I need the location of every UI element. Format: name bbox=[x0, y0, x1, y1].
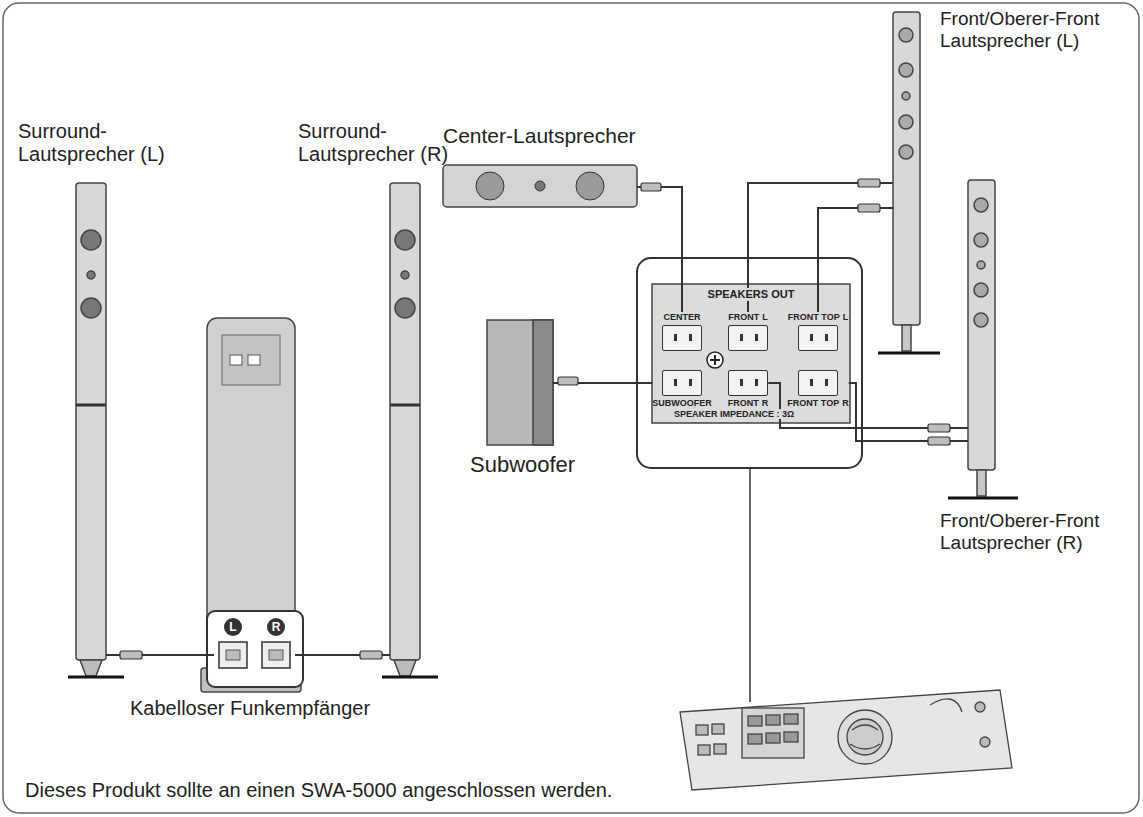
terminal-label-row: FRONT TOPL bbox=[788, 312, 848, 323]
speaker-terminal: FRONTR bbox=[728, 368, 769, 409]
terminal-slot bbox=[740, 334, 758, 341]
speaker-cable bbox=[849, 383, 968, 441]
terminal-label-row: SUBWOOFER bbox=[652, 398, 712, 409]
front-speaker-right: Front/Oberer-Front Lautsprecher (R) bbox=[968, 180, 995, 470]
surround-speaker-left: Surround-Lautsprecher (L) bbox=[76, 183, 106, 660]
plug bbox=[558, 377, 578, 385]
terminal-label: FRONT bbox=[728, 312, 759, 322]
terminal-jack bbox=[728, 370, 768, 396]
label: Front/Oberer-Front Lautsprecher (R) bbox=[940, 510, 1125, 554]
terminal-label: SUBWOOFER bbox=[652, 398, 712, 408]
terminal-label-row: FRONT TOPR bbox=[787, 398, 848, 409]
terminal-label-row: FRONTL bbox=[728, 312, 768, 323]
speaker-terminal: FRONT TOPR bbox=[787, 368, 848, 409]
channel-letter: L bbox=[224, 618, 242, 636]
terminal-jack bbox=[662, 325, 702, 351]
plug bbox=[928, 437, 950, 445]
label: Subwoofer bbox=[470, 452, 575, 477]
leader-line bbox=[749, 468, 751, 702]
channel-letter: R bbox=[267, 618, 285, 636]
receiver-drawing bbox=[201, 318, 303, 692]
label: Front/Oberer-Front Lautsprecher (L) bbox=[940, 8, 1125, 52]
wireless-receiver: Kabelloser FunkempfängerLR bbox=[205, 318, 297, 690]
terminal-label: FRONT TOP bbox=[788, 312, 840, 322]
surround-speaker-left-drawing bbox=[68, 183, 124, 677]
plug bbox=[360, 651, 382, 659]
speakers-out-panel: SPEAKERS OUT SPEAKER IMPEDANCE : 3Ω CENTER… bbox=[637, 258, 862, 468]
front-speaker-right-drawing bbox=[948, 180, 1018, 498]
terminal-label: CENTER bbox=[663, 312, 700, 322]
main-unit-drawing bbox=[680, 690, 1012, 790]
terminal-jack bbox=[798, 370, 838, 396]
front-speaker-left: Front/Oberer-Front Lautsprecher (L) bbox=[893, 12, 920, 325]
speaker-terminal: FRONTL bbox=[728, 312, 768, 353]
speaker-cable bbox=[637, 187, 682, 312]
speaker-cable bbox=[818, 208, 893, 312]
surround-speaker-right-drawing bbox=[382, 183, 438, 677]
terminal-slot bbox=[674, 379, 692, 386]
plug bbox=[928, 424, 950, 432]
terminal-slot bbox=[740, 379, 758, 386]
terminal-slot bbox=[810, 334, 828, 341]
label: SPEAKER IMPEDANCE : 3Ω bbox=[672, 409, 796, 419]
plug bbox=[858, 179, 880, 187]
terminal-slot bbox=[674, 334, 692, 341]
subwoofer: Subwoofer bbox=[487, 320, 553, 445]
label: Kabelloser Funkempfänger bbox=[130, 697, 370, 720]
terminal-label: FRONT bbox=[728, 398, 759, 408]
plug bbox=[120, 651, 142, 659]
receiver-jack: R bbox=[257, 616, 295, 678]
plug bbox=[858, 204, 880, 212]
center-speaker-drawing bbox=[443, 165, 637, 207]
terminal-label: R bbox=[842, 398, 849, 408]
label: Surround-Lautsprecher (L) bbox=[18, 120, 178, 166]
terminal-jack bbox=[662, 370, 702, 396]
frame bbox=[3, 3, 1139, 813]
label: Surround-Lautsprecher (R) bbox=[298, 120, 458, 166]
terminal-label: L bbox=[762, 312, 768, 322]
plug bbox=[641, 183, 661, 191]
speaker-terminal: FRONT TOPL bbox=[788, 312, 848, 353]
terminal-slot bbox=[810, 379, 828, 386]
terminal-label-row: FRONTR bbox=[728, 398, 769, 409]
terminal-jack bbox=[728, 325, 768, 351]
label: Center-Lautsprecher bbox=[443, 124, 636, 148]
terminal-label: R bbox=[762, 398, 769, 408]
center-speaker: Center-Lautsprecher bbox=[443, 165, 637, 207]
speakers-out-panel-drawing bbox=[637, 258, 862, 468]
label: SPEAKERS OUT bbox=[706, 288, 797, 301]
caption: Dieses Produkt sollte an einen SWA-5000 … bbox=[25, 779, 612, 802]
terminal-jack bbox=[798, 325, 838, 351]
terminal-label: FRONT TOP bbox=[787, 398, 839, 408]
terminal-label-row: CENTER bbox=[663, 312, 700, 323]
subwoofer-drawing bbox=[487, 320, 553, 445]
terminal-label: L bbox=[843, 312, 849, 322]
speaker-terminal: SUBWOOFER bbox=[652, 368, 712, 409]
surround-speaker-right: Surround-Lautsprecher (R) bbox=[390, 183, 420, 660]
speaker-terminal: CENTER bbox=[662, 312, 702, 353]
receiver-jack: L bbox=[214, 616, 252, 678]
